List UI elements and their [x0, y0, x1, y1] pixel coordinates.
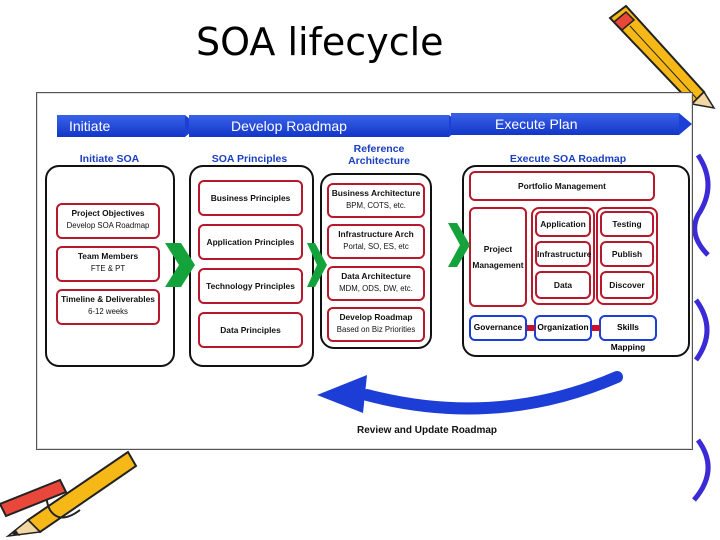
principle-item: Technology Principles — [198, 268, 303, 304]
scribble-right-icon — [692, 153, 711, 502]
portfolio-management-box: Portfolio Management — [469, 171, 655, 201]
phase-execute-plan: Execute Plan — [451, 113, 692, 135]
grid-discover: Discover — [600, 271, 654, 299]
pencil-bottom-left-icon — [0, 450, 138, 538]
grid-publish: Publish — [600, 241, 654, 267]
green-chevron-arrow — [307, 243, 327, 287]
phase-initiate: Initiate — [57, 115, 198, 137]
connector-dot — [527, 325, 535, 331]
grid-application: Application — [535, 211, 591, 237]
organization-box: Organization — [534, 315, 592, 341]
review-cycle-arrow — [317, 371, 623, 415]
principle-item: Application Principles — [198, 224, 303, 260]
connector-dot — [592, 325, 600, 331]
skills-mapping-box: Skills Mapping — [599, 315, 657, 352]
governance-box: Governance — [469, 315, 527, 341]
principle-item: Business Principles — [198, 180, 303, 216]
green-chevron-arrow — [165, 243, 195, 287]
green-chevron-arrow — [448, 223, 470, 267]
soa-principles-title: SOA Principles — [211, 153, 288, 165]
review-update-label: Review and Update Roadmap — [357, 425, 498, 436]
execute-soa-roadmap-title: Execute SOA Roadmap — [509, 153, 627, 165]
grid-infrastructure: Infrastructure — [535, 241, 591, 267]
initiate-soa-title: Initiate SOA — [79, 153, 140, 165]
soa-principles-panel: Business Principles Application Principl… — [189, 165, 314, 367]
soa-lifecycle-diagram: Initiate Develop Roadmap Execute Plan In… — [36, 92, 693, 450]
grid-data: Data — [535, 271, 591, 299]
principle-item: Data Principles — [198, 312, 303, 348]
pencil-top-right-icon — [608, 4, 716, 110]
phase-develop-roadmap: Develop Roadmap — [189, 115, 462, 137]
slide-title: SOA lifecycle — [196, 20, 444, 64]
grid-testing: Testing — [600, 211, 654, 237]
